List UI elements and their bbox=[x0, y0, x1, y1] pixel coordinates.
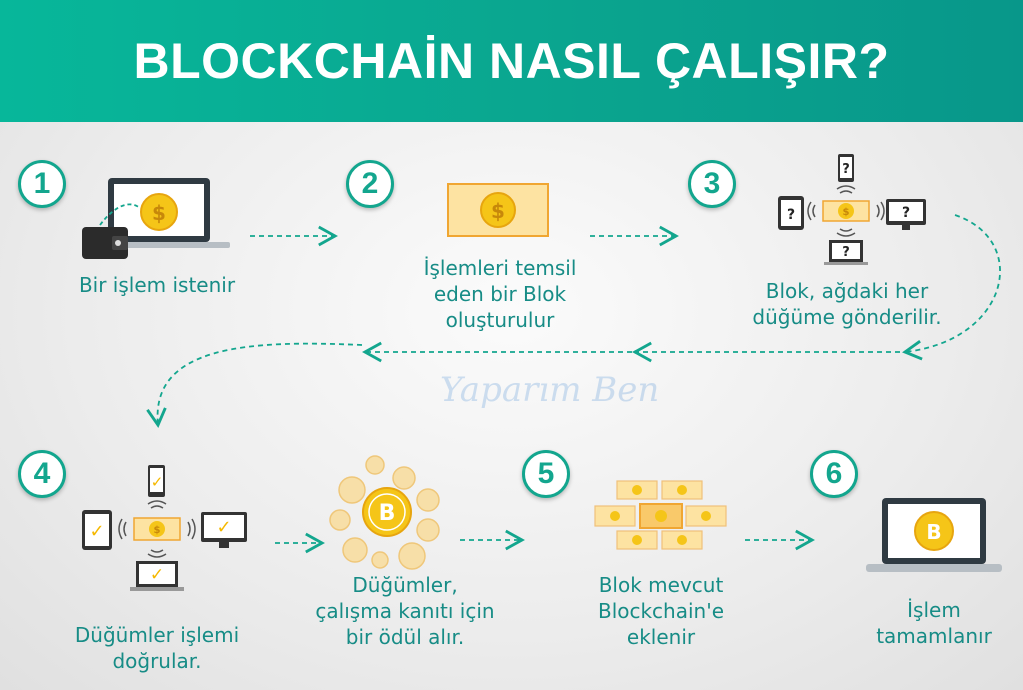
step-5-badge: 5 bbox=[522, 450, 570, 498]
page-title: BLOCKCHAİN NASIL ÇALIŞIR? bbox=[133, 33, 890, 89]
step-5-label-line: eklenir bbox=[626, 625, 696, 649]
reward-label-line: Düğümler, bbox=[352, 573, 458, 597]
step-6-label: İşlem tamamlanır bbox=[834, 597, 1023, 649]
step-3-label-line: düğüme gönderilir. bbox=[752, 305, 942, 329]
step-3-badge: 3 bbox=[688, 160, 736, 208]
step-4-badge: 4 bbox=[18, 450, 66, 498]
step-5-label-line: Blok mevcut bbox=[598, 573, 724, 597]
arrow-row-back-3 bbox=[146, 342, 363, 428]
step-2-label-line: oluşturulur bbox=[445, 308, 555, 332]
reward-label-line: bir ödül alır. bbox=[345, 625, 465, 649]
step-6-badge: 6 bbox=[810, 450, 858, 498]
step-1-badge: 1 bbox=[18, 160, 66, 208]
step-2-label-line: eden bir Blok bbox=[433, 282, 567, 306]
step-3-label-line: Blok, ağdaki her bbox=[765, 279, 929, 303]
step-1-label-line: Bir işlem istenir bbox=[78, 273, 236, 297]
step-6-label-line: İşlem bbox=[907, 598, 961, 622]
arrow-3-down bbox=[902, 214, 1001, 361]
step-4-label-line: doğrular. bbox=[112, 649, 202, 673]
reward-label: Düğümler, çalışma kanıtı için bir ödül a… bbox=[290, 572, 520, 650]
watermark: Yaparım Ben bbox=[440, 370, 660, 410]
reward-label-line: çalışma kanıtı için bbox=[315, 599, 495, 623]
step-5-label: Blok mevcut Blockchain'e eklenir bbox=[556, 572, 766, 650]
step-4-label: Düğümler işlemi doğrular. bbox=[52, 622, 262, 674]
header-banner: BLOCKCHAİN NASIL ÇALIŞIR? bbox=[0, 0, 1023, 122]
step-5-label-line: Blockchain'e bbox=[597, 599, 725, 623]
step-6-label-line: tamamlanır bbox=[876, 624, 992, 648]
step-2-label-line: İşlemleri temsil bbox=[423, 256, 577, 280]
step-1-label: Bir işlem istenir bbox=[52, 272, 262, 298]
step-4-label-line: Düğümler işlemi bbox=[74, 623, 240, 647]
step-2-badge: 2 bbox=[346, 160, 394, 208]
step-2-label: İşlemleri temsil eden bir Blok oluşturul… bbox=[385, 255, 615, 333]
step-3-label: Blok, ağdaki her düğüme gönderilir. bbox=[722, 278, 972, 330]
